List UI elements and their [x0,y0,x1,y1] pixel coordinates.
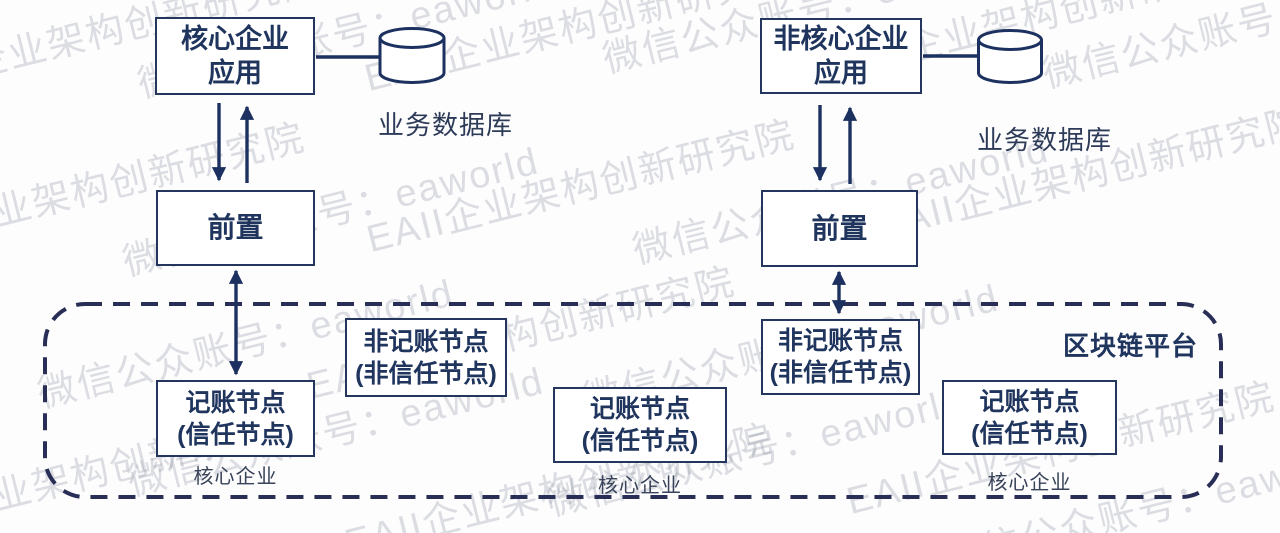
core-enterprise-caption-right: 核心企业 [987,472,1072,494]
accounting-node-right-line1: 记账节点 [979,387,1080,416]
non-accounting-node-box-right: 非记账节点 (非信任节点) [761,319,920,395]
non-accounting-node-box-left: 非记账节点 (非信任节点) [345,318,507,397]
accounting-node-box-left: 记账节点 (信任节点) [156,380,315,457]
core-enterprise-app-line2: 应用 [208,58,262,88]
accounting-node-left-line1: 记账节点 [185,388,286,417]
core-enterprise-caption-center: 核心企业 [598,475,682,497]
non-accounting-node-right-line2: (非信任节点) [769,359,912,387]
database-icon-right [977,29,1043,84]
accounting-node-center-line2: (信任节点) [581,427,699,455]
non-accounting-node-right-line1: 非记账节点 [777,327,903,355]
front-box-right-label: 前置 [811,212,868,244]
non-core-enterprise-app-line2: 应用 [814,58,868,88]
accounting-node-right-line2: (信任节点) [971,419,1088,448]
accounting-node-box-right: 记账节点 (信任节点) [942,380,1117,455]
blockchain-platform-boundary [43,302,1223,499]
non-core-enterprise-app-box: 非核心企业 应用 [760,18,922,94]
front-box-right: 前置 [761,190,918,267]
accounting-node-center-line1: 记账节点 [589,395,690,423]
core-enterprise-app-line1: 核心企业 [181,24,289,54]
core-enterprise-caption-left: 核心企业 [193,466,278,488]
accounting-node-box-center: 记账节点 (信任节点) [553,387,727,463]
database-icon-left [378,27,446,84]
non-accounting-node-left-line2: (非信任节点) [355,359,497,388]
business-db-label-left: 业务数据库 [378,110,514,140]
blockchain-platform-title: 区块链平台 [1063,331,1199,361]
business-db-label-right: 业务数据库 [977,125,1113,155]
accounting-node-left-line2: (信任节点) [177,420,294,449]
front-box-left: 前置 [156,190,315,266]
non-core-enterprise-app-line1: 非核心企业 [773,24,909,54]
front-box-left-label: 前置 [207,212,264,243]
core-enterprise-app-box: 核心企业 应用 [155,17,315,95]
non-accounting-node-left-line1: 非记账节点 [363,327,489,356]
